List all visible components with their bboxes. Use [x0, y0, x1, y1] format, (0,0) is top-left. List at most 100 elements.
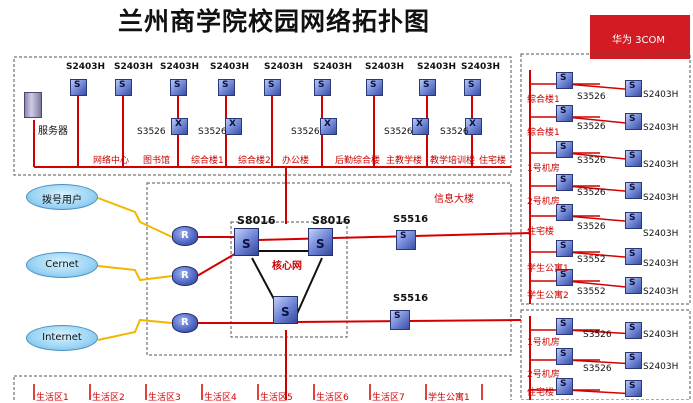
- building-label: 学生公寓1: [428, 393, 470, 403]
- switch-icon[interactable]: S: [70, 79, 87, 96]
- core-net-label: 核心网: [272, 261, 302, 272]
- switch-icon[interactable]: S: [625, 212, 642, 229]
- building-label: 生活区1: [36, 393, 69, 403]
- switch-label: S2403H: [643, 90, 679, 100]
- core-switch-label: S8016: [237, 214, 276, 227]
- switch-icon[interactable]: S: [396, 230, 416, 250]
- building-label: 教学培训楼: [430, 156, 476, 166]
- switch-icon[interactable]: S: [556, 348, 573, 365]
- dialup-label: 拨号用户: [42, 195, 82, 206]
- switch-icon[interactable]: S: [625, 352, 642, 369]
- bottom-region: [13, 375, 512, 400]
- switch-label: S2403H: [417, 62, 457, 72]
- building-label: 综合楼1: [191, 156, 224, 166]
- building-label: 学生公寓2: [527, 291, 569, 301]
- building-label: 1号机房: [527, 164, 560, 174]
- switch-icon[interactable]: S: [625, 380, 642, 397]
- switch-icon[interactable]: S: [556, 318, 573, 335]
- wan-links: [97, 197, 173, 341]
- switch-icon[interactable]: X: [412, 118, 429, 135]
- core-switch-label: S8016: [312, 214, 351, 227]
- switch-icon[interactable]: S: [625, 182, 642, 199]
- building-label: 住宅楼: [479, 156, 507, 166]
- internet-cloud-icon: Internet: [26, 325, 98, 351]
- internet-label: Internet: [42, 332, 82, 343]
- router-icon[interactable]: R: [172, 266, 198, 286]
- switch-label: S2403H: [643, 287, 679, 297]
- switch-label: S3552: [577, 287, 606, 297]
- core-switch-icon[interactable]: S: [308, 228, 333, 256]
- switch-icon[interactable]: S: [115, 79, 132, 96]
- right-upper-region: [520, 53, 691, 305]
- building-label: 主教学楼: [386, 156, 423, 166]
- switch-label: S2403H: [643, 193, 679, 203]
- building-label: 生活区3: [148, 393, 181, 403]
- building-label: 生活区2: [92, 393, 125, 403]
- switch-label: S2403H: [643, 330, 679, 340]
- core-switch-icon[interactable]: S: [273, 296, 298, 324]
- switch-icon[interactable]: S: [366, 79, 383, 96]
- switch-label: S2403H: [210, 62, 250, 72]
- switch-label: S3526: [577, 156, 606, 166]
- switch-icon[interactable]: X: [320, 118, 337, 135]
- building-label: 2号机房: [527, 370, 560, 380]
- switch-icon[interactable]: S: [314, 79, 331, 96]
- switch-label: S2403H: [264, 62, 304, 72]
- switch-icon[interactable]: S: [218, 79, 235, 96]
- switch-icon[interactable]: S: [556, 72, 573, 89]
- building-label: 学生公寓1: [527, 264, 569, 274]
- brand-text: 华为 3COM: [612, 35, 666, 46]
- switch-label: S3526: [583, 364, 612, 374]
- switch-label: S2403H: [461, 62, 501, 72]
- switch-icon[interactable]: S: [625, 277, 642, 294]
- switch-icon[interactable]: S: [625, 322, 642, 339]
- switch-label: S2403H: [66, 62, 106, 72]
- switch-label: S5516: [393, 293, 429, 304]
- switch-icon[interactable]: S: [625, 113, 642, 130]
- server-label: 服务器: [38, 126, 68, 137]
- switch-label: S3526: [440, 127, 469, 137]
- building-label: 后勤综合楼: [335, 156, 381, 166]
- core-switch-icon[interactable]: S: [234, 228, 259, 256]
- switch-icon[interactable]: S: [556, 141, 573, 158]
- switch-icon[interactable]: S: [390, 310, 410, 330]
- bottom-links: [33, 384, 483, 400]
- switch-label: S3526: [577, 188, 606, 198]
- switch-label: S3552: [577, 255, 606, 265]
- switch-label: S3526: [384, 127, 413, 137]
- switch-icon[interactable]: S: [264, 79, 281, 96]
- switch-icon[interactable]: S: [170, 79, 187, 96]
- switch-label: S3526: [577, 92, 606, 102]
- switch-icon[interactable]: X: [465, 118, 482, 135]
- switch-label: S3526: [583, 330, 612, 340]
- router-icon[interactable]: R: [172, 313, 198, 333]
- switch-label: S2403H: [365, 62, 405, 72]
- switch-icon[interactable]: S: [625, 248, 642, 265]
- switch-icon[interactable]: X: [225, 118, 242, 135]
- switch-icon[interactable]: S: [556, 269, 573, 286]
- building-label: 生活区5: [260, 393, 293, 403]
- building-label: 办公楼: [282, 156, 310, 166]
- switch-icon[interactable]: S: [556, 105, 573, 122]
- building-label: 生活区6: [316, 393, 349, 403]
- cernet-label: Cernet: [45, 259, 79, 270]
- switch-icon[interactable]: S: [556, 240, 573, 257]
- switch-icon[interactable]: S: [556, 174, 573, 191]
- server-icon[interactable]: [24, 92, 42, 118]
- switch-label: S2403H: [643, 160, 679, 170]
- switch-icon[interactable]: S: [464, 79, 481, 96]
- switch-icon[interactable]: S: [625, 150, 642, 167]
- switch-label: S3526: [198, 127, 227, 137]
- router-icon[interactable]: R: [172, 226, 198, 246]
- page-title: 兰州商学院校园网络拓扑图: [118, 7, 431, 36]
- building-label: 网络中心: [93, 156, 130, 166]
- switch-icon[interactable]: S: [556, 204, 573, 221]
- switch-icon[interactable]: X: [171, 118, 188, 135]
- switch-icon[interactable]: S: [556, 378, 573, 395]
- switch-icon[interactable]: S: [625, 80, 642, 97]
- building-label: 1号机房: [527, 338, 560, 348]
- cernet-cloud-icon: Cernet: [26, 252, 98, 278]
- switch-icon[interactable]: S: [419, 79, 436, 96]
- building-label: 住宅楼: [527, 227, 555, 237]
- switch-label: S2403H: [643, 229, 679, 239]
